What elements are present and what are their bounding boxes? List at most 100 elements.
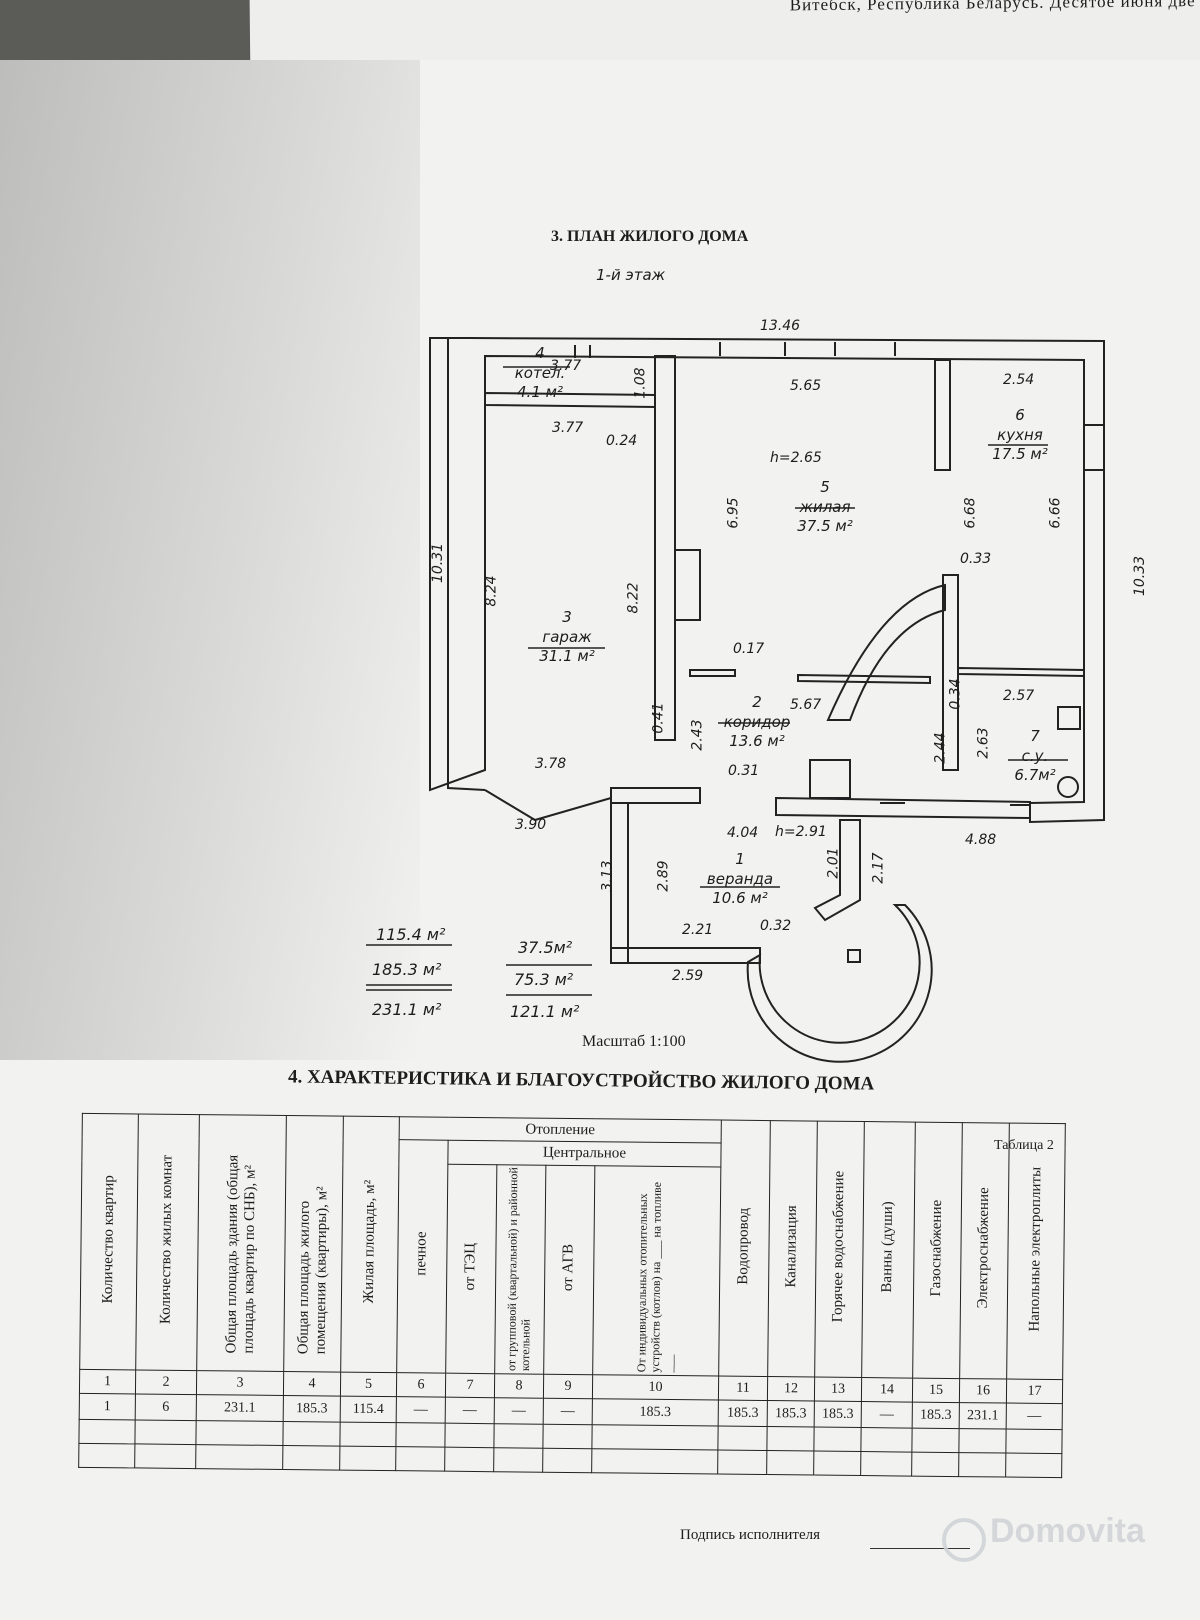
table-cell: — — [861, 1401, 913, 1429]
room-veranda: 1 веранда 10.6 м² — [695, 850, 785, 909]
dim-label: 5.65 — [790, 378, 822, 394]
column-number: 13 — [814, 1377, 862, 1402]
floor-label: 1-й этаж — [596, 266, 666, 284]
room-number: 6 — [1015, 406, 1025, 424]
table-cell: — — [445, 1397, 495, 1424]
dim-label: 3.13 — [599, 860, 616, 892]
dim-label: 0.41 — [650, 702, 667, 734]
table-cell: 185.3 — [718, 1400, 768, 1427]
table-cell: — — [494, 1397, 544, 1425]
column-number: 1 — [79, 1369, 136, 1394]
dim-label: 0.34 — [947, 678, 964, 710]
column-header: Водопровод — [718, 1120, 771, 1377]
table-cell: 185.3 — [592, 1398, 719, 1427]
dim-label: 0.32 — [760, 918, 792, 934]
signature-line — [870, 1548, 970, 1549]
signature-label: Подпись исполнителя — [680, 1527, 820, 1543]
dim-label: 0.33 — [960, 551, 992, 567]
column-number: 10 — [592, 1374, 719, 1401]
column-header: Электроснабжение — [959, 1122, 1010, 1380]
room-area: 37.5 м² — [797, 517, 853, 535]
page-shadow — [0, 60, 420, 1060]
column-number: 14 — [861, 1377, 913, 1403]
column-number: 9 — [543, 1374, 593, 1399]
sum-area: 37.5м² — [518, 938, 573, 957]
column-number: 6 — [396, 1372, 446, 1398]
room-area: 31.1 м² — [539, 647, 595, 665]
dim-label: 2.21 — [682, 922, 714, 938]
table-cell: 231.1 — [959, 1402, 1007, 1430]
characteristics-table: Количество квартир Количество жилых комн… — [78, 1113, 1066, 1478]
sum-area: 75.3 м² — [514, 970, 574, 989]
column-header: От индивидуальных отопительных устройств… — [592, 1166, 721, 1377]
dim-label: 8.22 — [625, 582, 642, 614]
room-corridor: 2 коридор 13.6 м² — [712, 693, 802, 752]
dim-label: 2.57 — [1003, 688, 1035, 704]
room-number: 1 — [735, 850, 745, 868]
dim-label: 3.77 — [552, 420, 584, 436]
dim-label: 3.90 — [515, 817, 547, 833]
room-number: 2 — [752, 693, 762, 711]
table-cell: 231.1 — [196, 1394, 284, 1422]
dim-label: h=2.65 — [770, 450, 822, 466]
room-bathroom: 7 с.у. 6.7м² — [990, 727, 1080, 786]
column-header: Количество жилых комнат — [135, 1113, 200, 1371]
dim-label: 3.78 — [535, 756, 567, 772]
column-header: Газоснабжение — [912, 1122, 963, 1379]
column-number: 16 — [959, 1378, 1007, 1404]
room-number: 7 — [1030, 727, 1040, 745]
dim-label: 0.24 — [606, 433, 638, 449]
room-garage: 3 гараж 31.1 м² — [522, 608, 612, 667]
column-number: 3 — [196, 1370, 284, 1396]
central-group-header: Центральное — [447, 1140, 722, 1168]
domovita-logo-icon — [942, 1518, 986, 1562]
total-living-area: 115.4 м² — [376, 925, 446, 944]
dim-label: h=2.91 — [775, 824, 827, 840]
table-cell: — — [396, 1396, 446, 1424]
column-header: печное — [396, 1139, 449, 1374]
room-number: 4 — [535, 344, 545, 362]
dim-label: 6.95 — [725, 497, 742, 529]
room-name: веранда — [706, 869, 774, 888]
dim-label: 5.67 — [790, 697, 822, 713]
table-cell: 1 — [79, 1393, 136, 1420]
column-header: Канализация — [767, 1120, 818, 1378]
room-living: 5 жилая 37.5 м² — [780, 478, 870, 537]
column-header: Общая площадь здания (общая площадь квар… — [196, 1114, 287, 1372]
total-building-area: 231.1 м² — [372, 1000, 442, 1019]
column-number: 11 — [718, 1376, 768, 1401]
column-number: 2 — [135, 1369, 197, 1395]
column-header: Ванны (души) — [861, 1121, 916, 1379]
column-number: 7 — [445, 1373, 495, 1398]
dim-label: 0.31 — [728, 763, 760, 779]
column-header: Общая площадь жилого помещения (квартиры… — [283, 1115, 344, 1373]
room-name: кухня — [997, 425, 1043, 444]
column-header: от групповой (квартальной) и районной ко… — [494, 1165, 546, 1375]
column-header: Количество квартир — [79, 1113, 139, 1370]
column-number: 5 — [340, 1372, 397, 1397]
column-number: 17 — [1006, 1379, 1063, 1404]
room-number: 3 — [562, 608, 572, 626]
room-area: 13.6 м² — [729, 732, 785, 750]
table-cell: — — [1006, 1403, 1063, 1430]
table-cell: 185.3 — [283, 1395, 341, 1423]
table-label: Таблица 2 — [994, 1138, 1054, 1153]
dim-label: 2.43 — [689, 719, 706, 751]
room-name: коридор — [723, 712, 791, 731]
column-header: Напольные электроплиты — [1006, 1123, 1066, 1380]
column-number: 15 — [912, 1378, 960, 1403]
dim-label: 6.68 — [962, 497, 979, 529]
dim-label: 8.24 — [483, 575, 500, 607]
room-name: жилая — [799, 497, 851, 516]
dim-label: 2.89 — [655, 860, 672, 892]
room-boiler: 4 котел. 4.1 м² — [495, 344, 585, 403]
room-area: 4.1 м² — [517, 383, 563, 401]
table-cell: — — [543, 1398, 593, 1425]
section3-title: 3. ПЛАН ЖИЛОГО ДОМА — [551, 228, 749, 245]
room-name: гараж — [542, 627, 592, 646]
room-name: с.у. — [1021, 746, 1049, 765]
room-name: котел. — [514, 363, 566, 382]
room-area: 6.7м² — [1014, 766, 1056, 784]
watermark-logo: Domovita — [990, 1512, 1145, 1550]
